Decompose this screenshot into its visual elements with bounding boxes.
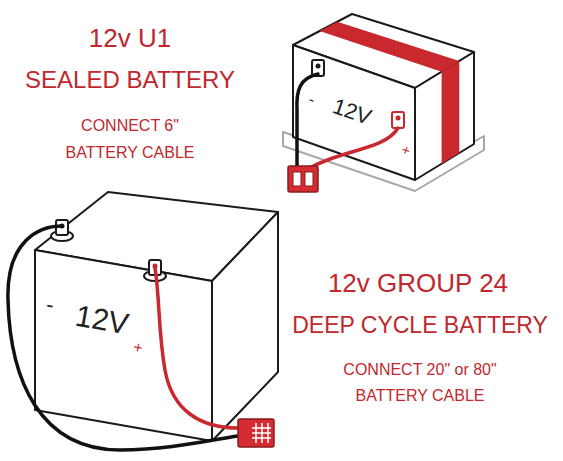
battery-cable [297, 74, 318, 168]
cable-connector [238, 419, 274, 447]
battery-cable [297, 74, 398, 168]
cable-connector [238, 419, 274, 447]
battery-terminal [51, 220, 166, 281]
cable-connector [305, 172, 313, 186]
battery-cable [8, 226, 238, 450]
battery-cable [155, 268, 238, 428]
group24-battery-body [212, 212, 278, 441]
group24-battery-body [35, 192, 278, 441]
cable-connector [252, 437, 271, 439]
battery-cable [8, 226, 238, 450]
cable-connector [252, 423, 271, 443]
battery-strap [442, 61, 460, 164]
heading-text: 12v GROUP 24 [328, 270, 508, 296]
cable-connector [288, 166, 318, 192]
u1-battery-body [293, 14, 474, 180]
battery-terminal [312, 60, 404, 128]
battery-terminal [392, 112, 404, 128]
battery-cable [310, 128, 398, 168]
note-text: CONNECT 6" [81, 118, 179, 134]
cable-connector [252, 427, 271, 429]
cable-connector [293, 172, 301, 186]
cable-connector [252, 432, 271, 434]
heading-text: 12v U1 [89, 25, 171, 51]
battery-strap [320, 22, 460, 164]
heading-text: SEALED BATTERY [25, 68, 235, 92]
note-text: BATTERY CABLE [356, 388, 485, 404]
heading-text: DEEP CYCLE BATTERY [292, 314, 548, 337]
battery-terminal [316, 64, 321, 69]
note-text: BATTERY CABLE [66, 145, 195, 161]
u1-battery-body [293, 45, 415, 180]
battery-terminal [396, 116, 401, 121]
u1-battery-body [415, 52, 474, 180]
cable-connector [288, 166, 318, 192]
battery-strap [320, 22, 460, 72]
note-text: CONNECT 20" or 80" [343, 362, 496, 378]
